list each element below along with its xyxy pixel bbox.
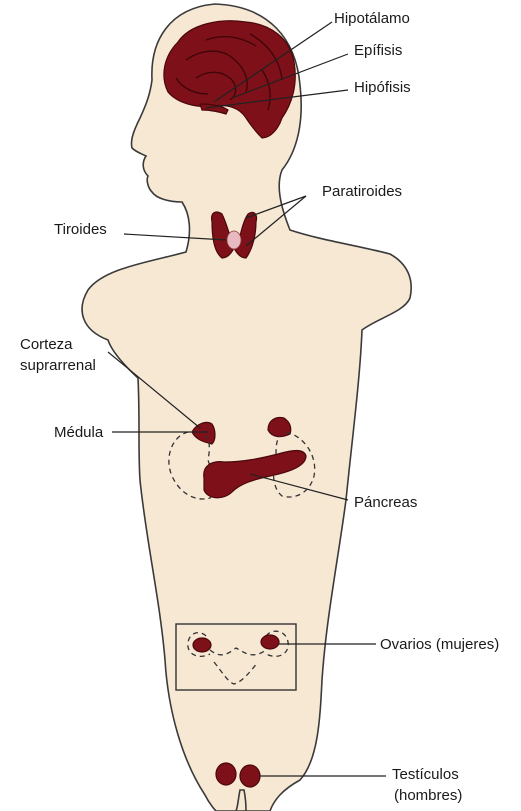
label-ovarios: Ovarios (mujeres) bbox=[380, 636, 499, 653]
label-hipofisis: Hipófisis bbox=[354, 79, 411, 96]
label-testiculos-line2: (hombres) bbox=[394, 787, 462, 804]
label-testiculos-line1: Testículos bbox=[392, 766, 459, 783]
label-hipotalamo: Hipotálamo bbox=[334, 10, 410, 27]
testis-left bbox=[240, 765, 260, 787]
label-pancreas: Páncreas bbox=[354, 494, 417, 511]
label-paratiroides: Paratiroides bbox=[322, 183, 402, 200]
thyroid-highlight bbox=[227, 231, 241, 249]
adrenal-gland-left bbox=[268, 418, 291, 437]
label-epifisis: Epífisis bbox=[354, 42, 402, 59]
ovary-right bbox=[193, 638, 211, 652]
label-corteza-line1: Corteza bbox=[20, 336, 73, 353]
testis-right bbox=[216, 763, 236, 785]
label-corteza-line2: suprarrenal bbox=[20, 357, 96, 374]
ovary-left bbox=[261, 635, 279, 649]
label-tiroides: Tiroides bbox=[54, 221, 107, 238]
label-medula: Médula bbox=[54, 424, 104, 441]
